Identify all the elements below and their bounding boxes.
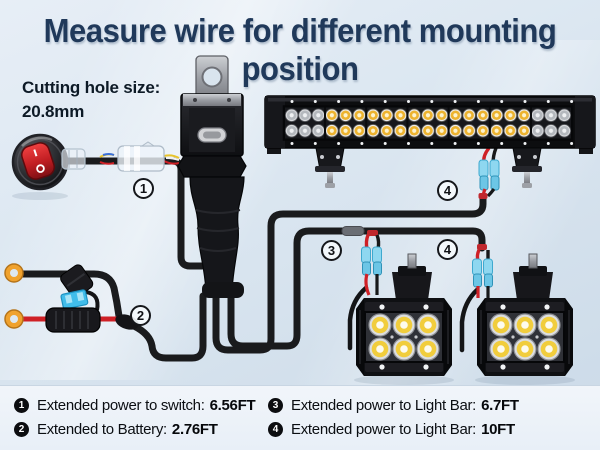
harness-boot (189, 176, 245, 291)
shadow (12, 192, 68, 200)
pod2-connector-junction (472, 244, 493, 298)
excess-wires (347, 285, 480, 353)
legend-bullet-3: 3 (268, 397, 283, 413)
legend-value-1: 6.56FT (209, 396, 256, 414)
wire-battery-trunk (130, 292, 207, 362)
legend-label-3: Extended power to Light Bar: (291, 396, 477, 414)
wire-battery-negative (14, 270, 123, 320)
legend-item-2: 2 Extended to Battery: 2.76FT (14, 417, 268, 441)
legend-item-4: 4 Extended power to Light Bar: 10FT (268, 417, 519, 441)
legend-bullet-4: 4 (268, 421, 283, 437)
harness-wires (14, 157, 487, 362)
legend-label-4: Extended power to Light Bar: (291, 420, 477, 438)
legend-bullet-1: 1 (14, 397, 29, 413)
wire-switch (54, 157, 206, 270)
cutting-hole-callout: Cutting hole size: 20.8mm (22, 76, 160, 124)
marker-4b-badge: 4 (437, 239, 458, 260)
inline-connector (61, 141, 180, 172)
legend-column-right: 3 Extended power to Light Bar: 6.7FT 4 E… (268, 393, 519, 450)
shadow (475, 375, 575, 385)
legend-value-3: 6.7FT (481, 396, 519, 414)
shadow (354, 375, 454, 385)
relay-collar (177, 155, 247, 178)
legend-column-left: 1 Extended power to switch: 6.56FT 2 Ext… (14, 393, 268, 450)
legend: 1 Extended power to switch: 6.56FT 2 Ext… (0, 385, 600, 450)
legend-label-2: Extended to Battery: (37, 420, 167, 438)
wire-strands (99, 153, 180, 165)
wire-pod-output (227, 227, 486, 350)
legend-value-2: 2.76FT (171, 420, 218, 438)
blade-fuse (60, 289, 89, 310)
ring-terminals (4, 263, 24, 329)
wire-lightbar-output (212, 193, 487, 354)
cutting-hole-value: 20.8mm (22, 102, 85, 121)
legend-item-1: 1 Extended power to switch: 6.56FT (14, 393, 268, 417)
page-title: Measure wire for different mounting posi… (43, 12, 557, 87)
legend-item-3: 3 Extended power to Light Bar: 6.7FT (268, 393, 519, 417)
marker-3-badge: 3 (321, 240, 342, 261)
led-light-bar (264, 95, 596, 188)
marker-4a-badge: 4 (437, 180, 458, 201)
marker-1-badge: 1 (133, 178, 154, 199)
cutting-hole-label: Cutting hole size: (22, 78, 161, 97)
marker-2-badge: 2 (130, 305, 151, 326)
lightbar-bracket-right (512, 147, 542, 188)
legend-label-1: Extended power to switch: (37, 396, 205, 414)
rocker-switch (11, 133, 69, 191)
harness-trunk (202, 282, 244, 298)
lightbar-connector-junction (478, 146, 500, 199)
lightbar-bracket-left (315, 147, 345, 188)
pod1-connector-junction (361, 230, 382, 296)
fuse-holder (45, 264, 101, 333)
legend-bullet-2: 2 (14, 421, 29, 437)
relay (177, 55, 247, 298)
wire-sleeve (341, 226, 365, 236)
legend-value-4: 10FT (481, 420, 515, 438)
